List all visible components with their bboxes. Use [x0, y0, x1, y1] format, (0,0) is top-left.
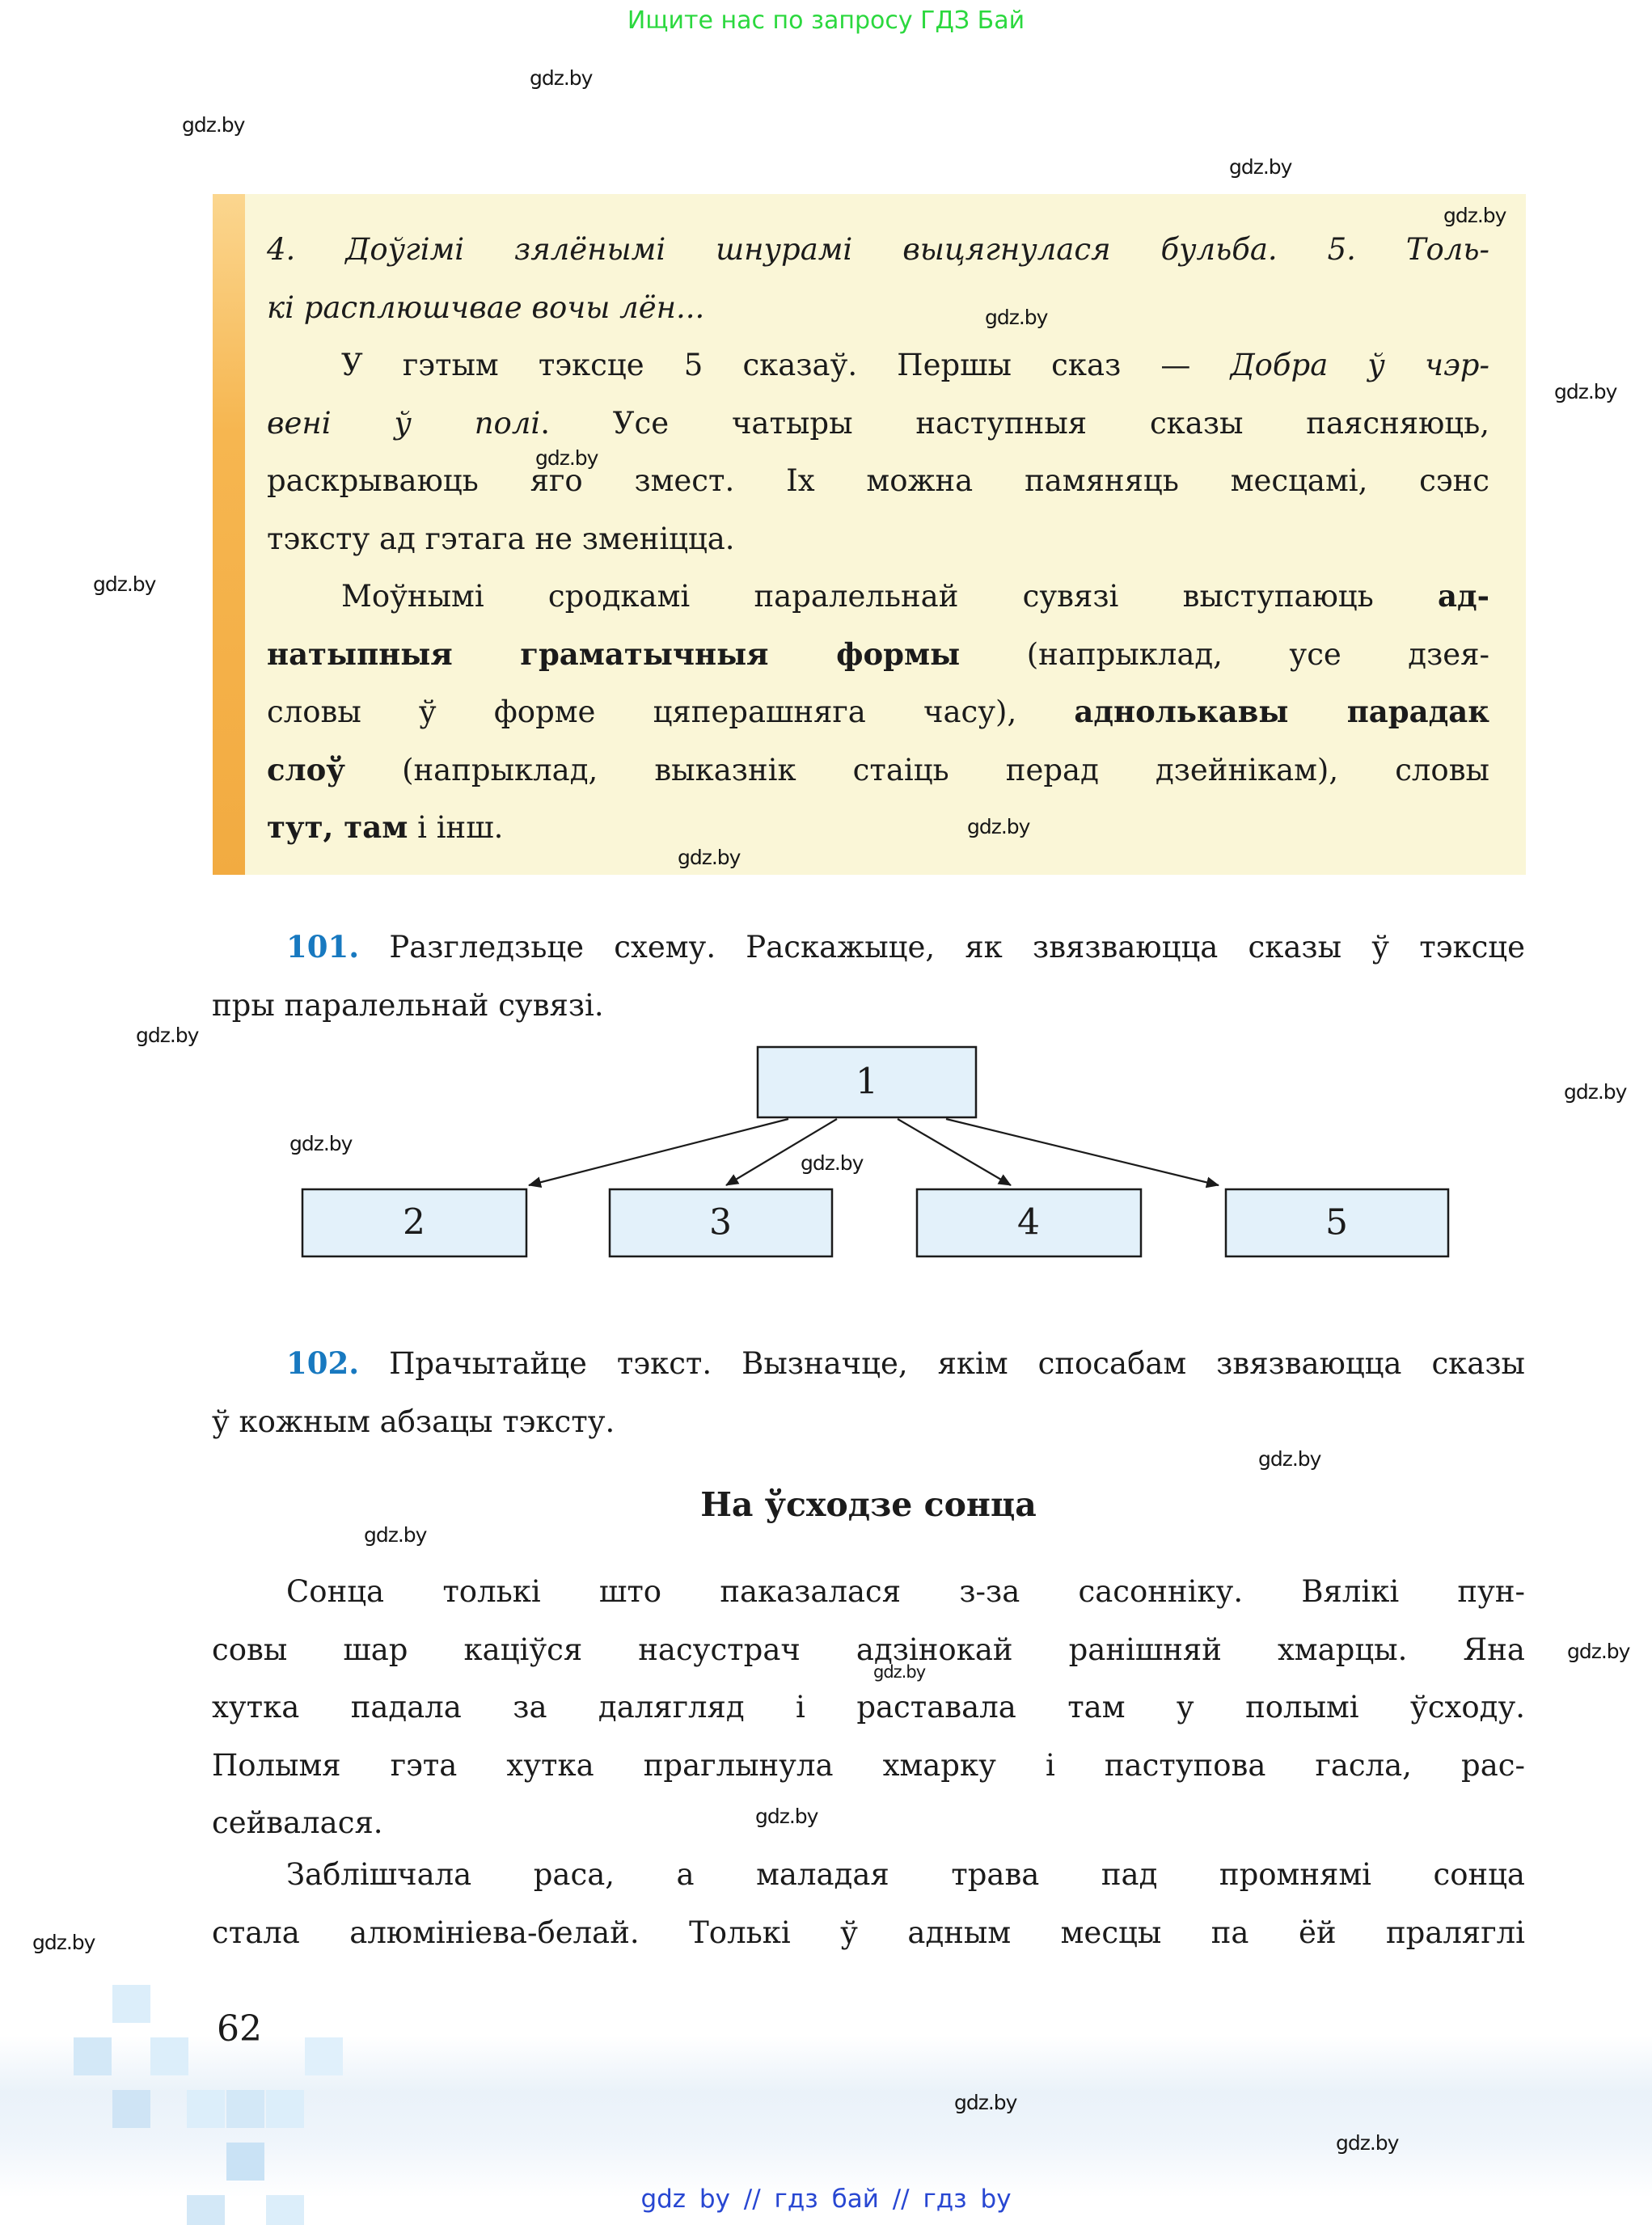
decor-square: [150, 2037, 188, 2075]
text-line: У гэтым тэксце 5 сказаў. Першы сказ — До…: [341, 348, 1489, 382]
text-line: словы ў форме цяперашняга часу), аднольк…: [267, 694, 1489, 729]
decor-square: [305, 2037, 343, 2075]
gdz-watermark: gdz.by: [289, 1132, 353, 1155]
scheme-box-4: [915, 1188, 1143, 1258]
gdz-watermark: gdz.by: [954, 2091, 1017, 2114]
decor-square: [74, 2037, 112, 2075]
arrow-to-box-4: [897, 1118, 1012, 1186]
gdz-watermark: gdz.by: [801, 1151, 864, 1175]
theory-box-text: 4. Доўгімі зялёнымі шнурамі выцягнулася …: [267, 221, 1489, 857]
exercise-101-line-1: 101. Разгледзьце схему. Раскажыце, як зв…: [286, 929, 1525, 965]
exercise-102-line-2: ў кожным абзацы тэксту.: [212, 1404, 615, 1439]
decor-square: [187, 2090, 225, 2128]
scheme-box-5-label: 5: [1325, 1202, 1348, 1243]
story-paragraph-2: Заблішчала раса, а маладая трава пад про…: [212, 1846, 1525, 1961]
scheme-box-4-label: 4: [1017, 1202, 1040, 1243]
scheme-box-1-label: 1: [856, 1062, 878, 1103]
text-line: тэксту ад гэтага не зменіцца.: [267, 521, 735, 556]
exercise-102-line-1: 102. Прачытайце тэкст. Вызначце, якім сп…: [286, 1345, 1525, 1381]
scheme-box-5: [1224, 1188, 1450, 1258]
text-line: раскрываюць яго змест. Іх можна памяняць…: [267, 463, 1489, 498]
text-line: кі расплюшчвае вочы лён...: [267, 289, 705, 325]
page-number: 62: [217, 2008, 262, 2050]
text-line: Сонца толькі што паказалася з-за сасонні…: [286, 1574, 1525, 1609]
gdz-watermark: gdz.by: [93, 572, 156, 596]
decor-square: [266, 2090, 304, 2128]
footer-links[interactable]: gdz by // гдз бай // гдз by: [640, 2185, 1012, 2214]
gdz-watermark: gdz.by: [1443, 204, 1506, 227]
scheme-box-1: [756, 1045, 978, 1119]
arrow-to-box-5: [945, 1117, 1219, 1188]
text-line: Заблішчала раса, а маладая трава пад про…: [286, 1857, 1525, 1892]
exercise-number: 101.: [286, 929, 360, 965]
exercise-101: 101. Разгледзьце схему. Раскажыце, як зв…: [212, 918, 1525, 1034]
promo-banner: Ищите нас по запросу ГДЗ Бай: [627, 6, 1025, 35]
exercise-number: 102.: [286, 1345, 360, 1381]
gdz-watermark: gdz.by: [678, 846, 741, 869]
scheme-box-3: [608, 1188, 834, 1258]
theory-box: 4. Доўгімі зялёнымі шнурамі выцягнулася …: [213, 194, 1526, 875]
decor-square: [266, 2195, 304, 2225]
decor-square: [187, 2195, 225, 2225]
text-line: совы шар каціўся насустрач адзінокай ран…: [212, 1632, 1525, 1667]
gdz-watermark: gdz.by: [873, 1662, 926, 1682]
text-line: натыпныя граматычныя формы (напрыклад, у…: [267, 635, 1489, 672]
scheme-box-2-label: 2: [403, 1202, 425, 1243]
arrow-to-box-2: [528, 1117, 789, 1188]
decor-square: [226, 2143, 264, 2181]
text-line: тут, там і інш.: [267, 809, 504, 845]
gdz-watermark: gdz.by: [32, 1931, 95, 1954]
arrow-to-box-3: [725, 1118, 838, 1186]
gdz-watermark: gdz.by: [535, 446, 598, 470]
exercise-102: 102. Прачытайце тэкст. Вызначце, якім сп…: [212, 1335, 1525, 1450]
decor-square: [112, 1985, 150, 2023]
gdz-watermark: gdz.by: [1567, 1640, 1630, 1663]
text-line: стала алюмініева-белай. Толькі ў адным м…: [212, 1915, 1525, 1950]
gdz-watermark: gdz.by: [1564, 1080, 1627, 1104]
decor-square: [226, 2090, 264, 2128]
text-line: 4. Доўгімі зялёнымі шнурамі выцягнулася …: [267, 232, 1489, 267]
gdz-watermark: gdz.by: [530, 66, 593, 90]
gdz-watermark: gdz.by: [364, 1523, 427, 1547]
gdz-watermark: gdz.by: [967, 815, 1030, 838]
story-title: На ўсходзе сонца: [700, 1485, 1037, 1524]
gdz-watermark: gdz.by: [1258, 1447, 1321, 1471]
gdz-watermark: gdz.by: [985, 306, 1048, 329]
text-line: Полымя гэта хутка праглынула хмарку і па…: [212, 1747, 1525, 1783]
scheme-box-2: [301, 1188, 528, 1258]
theory-box-accent-bar: [213, 194, 245, 875]
text-line: слоў (напрыклад, выказнік стаіць перад д…: [267, 751, 1489, 787]
gdz-watermark: gdz.by: [755, 1805, 818, 1828]
gdz-watermark: gdz.by: [1336, 2131, 1399, 2155]
text-line: хутка падала за далягляд і раставала там…: [212, 1690, 1525, 1725]
decor-square: [112, 2090, 150, 2128]
text-line: сейвалася.: [212, 1805, 383, 1840]
story-paragraph-1: Сонца толькі што паказалася з-за сасонні…: [212, 1563, 1525, 1852]
text-line: вені ў полі. Усе чатыры наступныя сказы …: [267, 405, 1489, 441]
gdz-watermark: gdz.by: [1554, 380, 1617, 403]
text-line: Моўнымі сродкамі паралельнай сувязі выст…: [341, 578, 1489, 614]
gdz-watermark: gdz.by: [182, 113, 245, 137]
gdz-watermark: gdz.by: [136, 1024, 199, 1047]
connection-scheme-diagram: 1 2 3 4 5: [301, 1045, 1450, 1258]
exercise-101-line-2: пры паралельнай сувязі.: [212, 987, 604, 1023]
gdz-watermark: gdz.by: [1229, 155, 1292, 179]
scheme-box-3-label: 3: [709, 1202, 732, 1243]
